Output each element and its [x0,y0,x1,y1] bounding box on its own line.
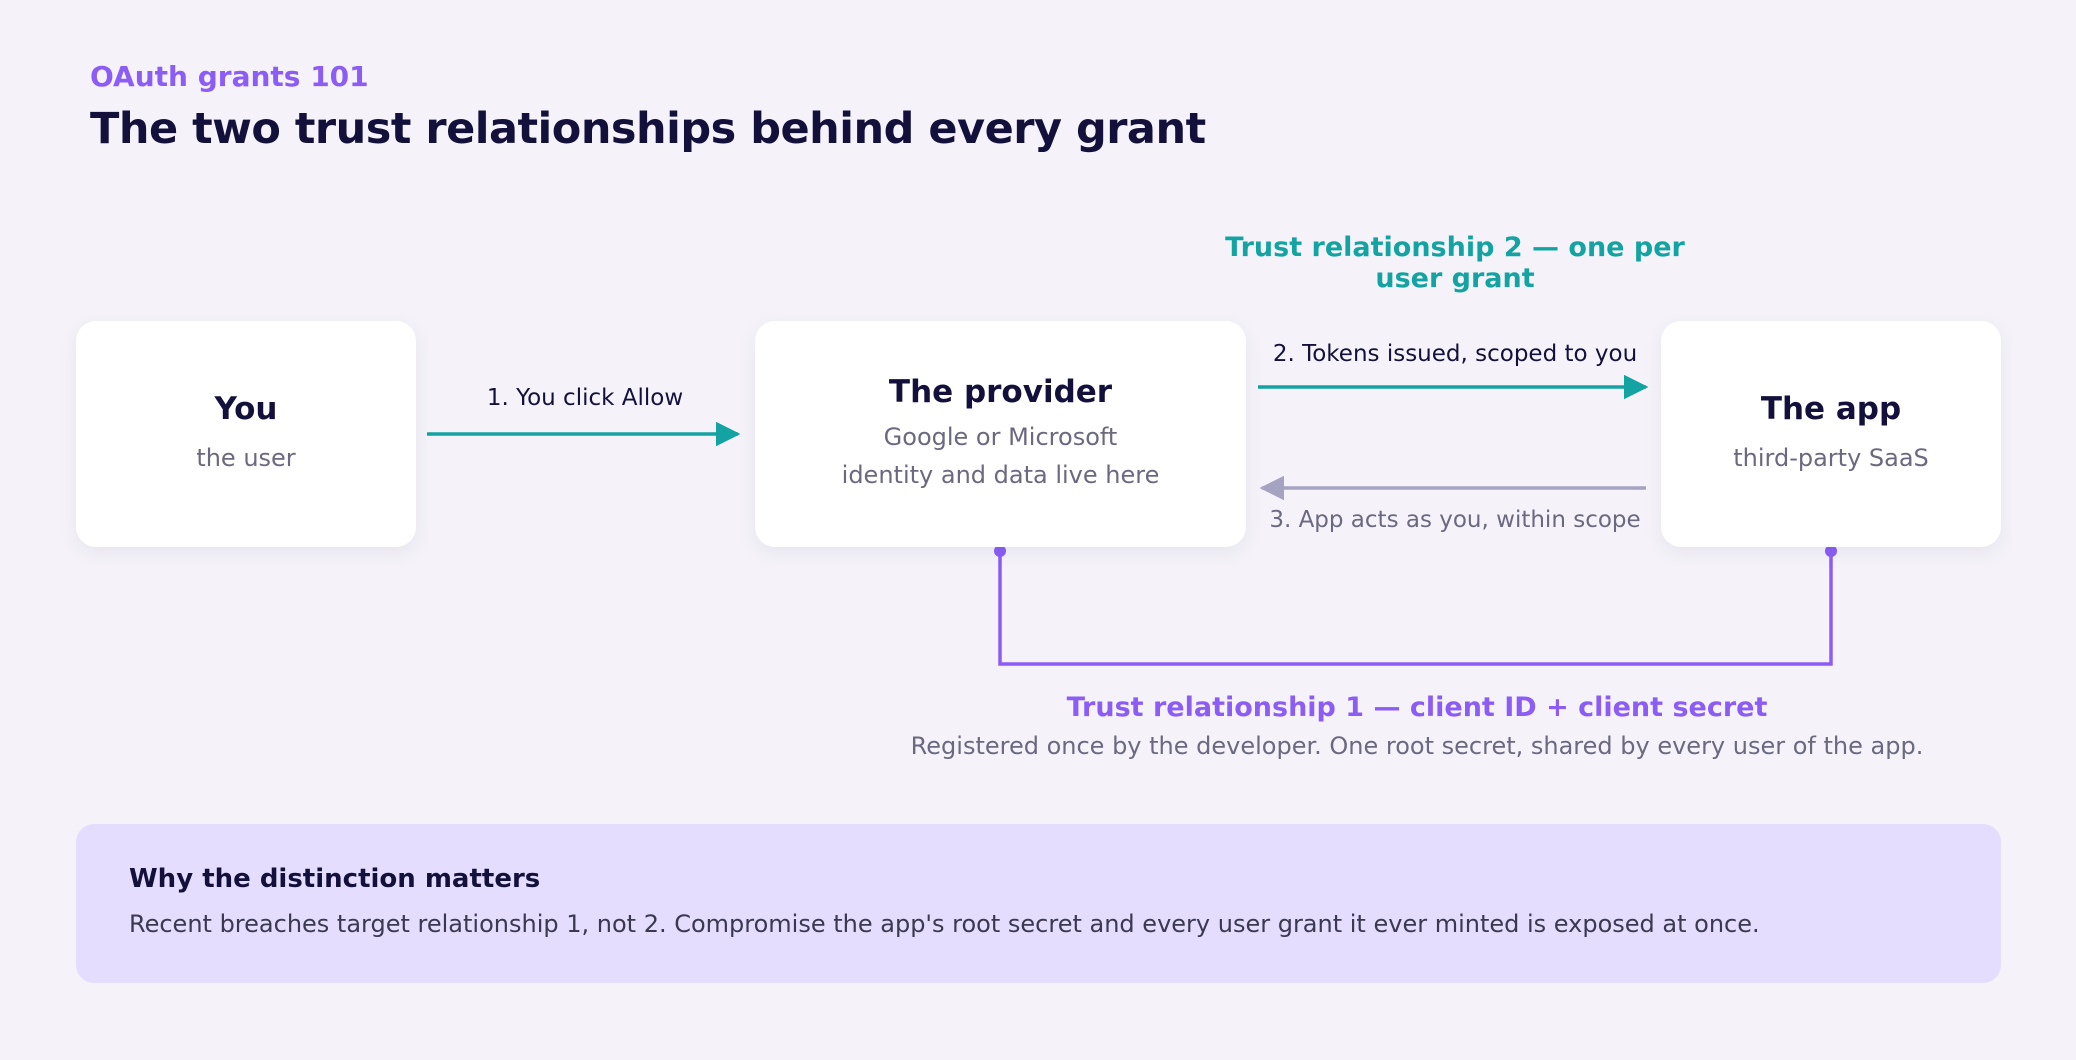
node-app-title: The app [1760,391,1902,427]
node-provider: The provider Google or Microsoft identit… [755,321,1246,547]
provider-anchor-dot [994,545,1006,557]
trust-relationship-1-label: Trust relationship 1 — client ID + clien… [1066,692,1768,723]
edge-label-step-1: 1. You click Allow [486,385,684,411]
node-provider-subtitle: Google or Microsoft identity and data li… [842,418,1160,494]
edge-label-step-2: 2. Tokens issued, scoped to you [1272,341,1638,367]
trust-relationship-2-label: Trust relationship 2 — one per user gran… [1225,232,1685,294]
callout-body: Recent breaches target relationship 1, n… [129,910,1760,938]
node-provider-subtitle-line2: identity and data live here [841,461,1160,489]
callout-box: Why the distinction matters Recent breac… [76,824,2001,983]
node-app-subtitle: third-party SaaS [1733,444,1929,472]
node-you-subtitle: the user [196,444,296,472]
app-anchor-dot [1825,545,1837,557]
trust-relationship-1-description: Registered once by the developer. One ro… [910,732,1924,760]
edge-label-step-3: 3. App acts as you, within scope [1269,507,1641,533]
node-you-title: You [214,391,278,427]
eyebrow: OAuth grants 101 [90,60,369,93]
node-app: The app third-party SaaS [1661,321,2001,547]
trust-relationship-1-bracket [998,552,1833,666]
node-provider-subtitle-line1: Google or Microsoft [883,423,1118,451]
node-you: You the user [76,321,416,547]
callout-title: Why the distinction matters [129,864,541,894]
page-title: The two trust relationships behind every… [90,104,1206,154]
node-provider-title: The provider [888,374,1113,410]
